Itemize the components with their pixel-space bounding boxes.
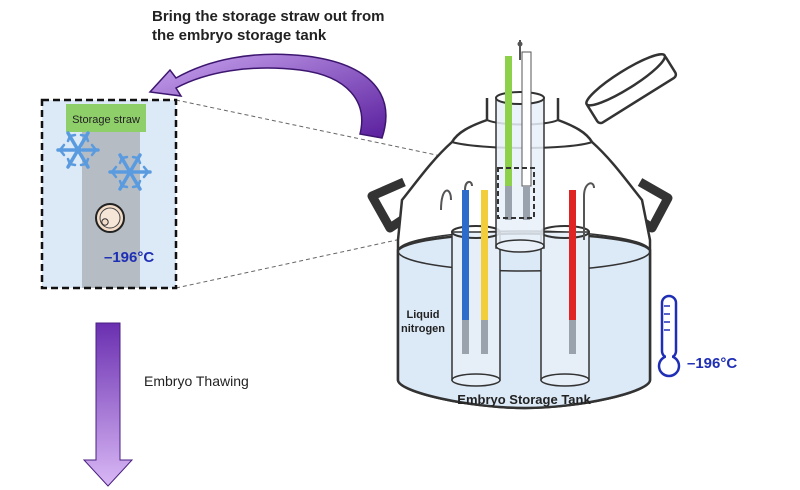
cane-red (569, 182, 595, 354)
embryo-icon (95, 203, 125, 233)
snowflake-icon (108, 153, 152, 191)
instruction-line-1: Bring the storage straw out from (152, 8, 385, 25)
inset-temperature: –196°C (104, 249, 154, 266)
cane-blue (440, 180, 473, 354)
cane-yellow (481, 190, 488, 354)
canister-center (495, 91, 545, 253)
thermometer-icon (657, 294, 681, 378)
storage-tank: Liquid nitrogen Embryo Storage Tank (367, 40, 678, 410)
liquid-nitrogen-label-line-1: Liquid (407, 309, 440, 321)
tank-handle-left (367, 177, 406, 233)
storage-straw-label-box (66, 104, 146, 132)
storage-straw-label: Storage straw (72, 114, 140, 126)
cane-white (517, 40, 532, 220)
tank-lid (585, 53, 678, 125)
tank-temperature: –196°C (687, 355, 737, 372)
straw-selection-box (497, 167, 535, 219)
instruction-line-2: the embryo storage tank (152, 27, 327, 44)
cane-green (505, 56, 512, 220)
tank-title: Embryo Storage Tank (457, 392, 591, 407)
liquid-nitrogen-label-line-2: nitrogen (401, 323, 445, 335)
canister-left (451, 225, 501, 387)
thawing-arrow (82, 322, 134, 487)
embryo-thawing-label: Embryo Thawing (144, 373, 249, 389)
inset-border (40, 98, 178, 290)
snowflake-icon (56, 131, 100, 169)
curved-arrow (148, 53, 387, 139)
inset-panel: Storage straw –196°C (40, 98, 178, 290)
canister-right (540, 225, 590, 387)
